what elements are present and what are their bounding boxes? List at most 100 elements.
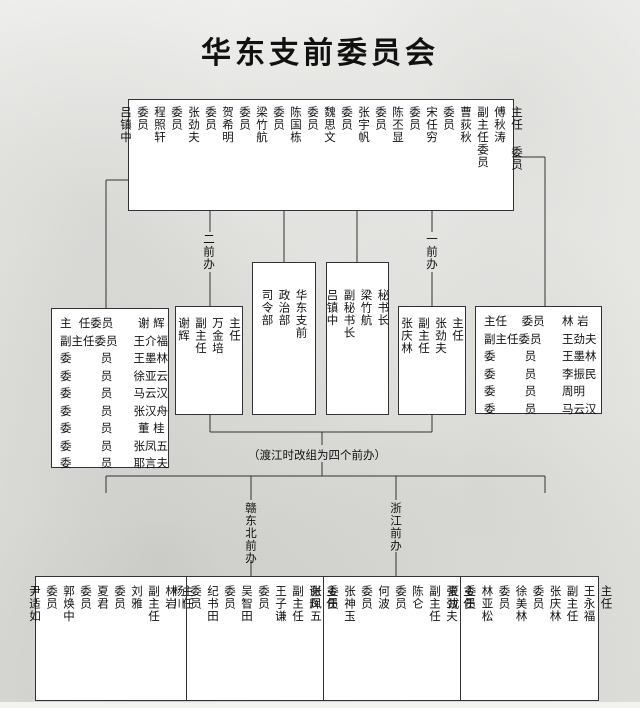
list-item-title: 副主任委员 — [484, 331, 542, 346]
list-item-name: 王墨林 — [562, 349, 597, 363]
list-item: 委 员 张汉舟 — [60, 403, 168, 421]
list-item: 副主任委员王介福 — [60, 333, 168, 351]
main-committee-box: 主任 委员 傅秋涛副主任委员 曹荻秋委员 宋任穷委员 陈丕显委员 张宇帆委员 魏… — [119, 99, 524, 211]
vertical-entry: 委员 吴智田 — [240, 585, 271, 623]
vertical-entry: 委员 何波 — [377, 585, 408, 610]
vertical-entry: 委员 徐美林 — [514, 585, 546, 623]
vertical-entry: 委员 杨川 — [172, 585, 203, 610]
vertical-entry: 委员 夏君 — [96, 585, 127, 610]
vertical-entry: 主任 万金培 — [211, 317, 242, 355]
list-item: 委 员 张凤五 — [60, 438, 168, 456]
bottom-office-4: 主任 王永福副主任 张庆林委员 徐美林委员 林亚松委员 夏戎 — [447, 577, 614, 700]
page-title: 华东支前委员会 — [201, 36, 439, 71]
list-item-title: 委 员 — [484, 349, 537, 363]
list-item: 委 员 马云汉 — [60, 385, 168, 403]
list-item-title: 副主任委员 — [60, 333, 118, 348]
list-item-title: 委 员 — [484, 401, 537, 416]
list-item: 委 员 王墨林 — [484, 348, 601, 366]
list-item-name: 徐亚云 — [133, 368, 169, 383]
bottom-offices-box: 主任 林岩副主任 刘雅委员 夏君委员 郭焕中委员 尹适如主任 谢辉副主任 王子谦… — [28, 576, 614, 701]
vertical-entry: 副主任委员 曹荻秋 — [459, 106, 490, 169]
list-item-title: 委 员 — [60, 421, 113, 435]
left-committee-list: 主 任委员谢 辉副主任委员王介福委 员王墨林委 员徐亚云委 员马云汉委 员张汉舟… — [51, 308, 169, 470]
vertical-entry: 委员 贺希明 — [221, 106, 252, 144]
list-item: 委 员 王墨林 — [60, 350, 168, 368]
bottom-office-2: 主任 谢辉副主任 王子谦委员 吴智田委员 纪书田委员 杨川 — [172, 577, 339, 700]
vertical-entry: 委员 张劲夫 — [187, 106, 218, 144]
list-item-name: 周明 — [562, 384, 585, 398]
vertical-entry: 副主任 陈仑 — [411, 585, 442, 623]
secretary-box: 秘书长 梁竹航副秘书长 吕镇中 — [326, 262, 391, 415]
list-item-title: 委 员 — [60, 386, 113, 400]
list-item: 主任 委员 林 岩 — [484, 313, 601, 331]
crossing-note: （渡江时改组为四个前办） — [248, 448, 386, 462]
list-item-title: 委 员 — [484, 384, 537, 398]
list-item-name: 林 岩 — [562, 314, 589, 328]
list-item-name: 耶言夫 — [133, 456, 169, 470]
vertical-entry: 委员 宋任穷 — [425, 106, 456, 144]
vertical-entry: 委员 张宇帆 — [357, 106, 388, 144]
list-item-name: 马云汉 — [562, 401, 597, 416]
vertical-entry: 秘书长 梁竹航 — [359, 289, 391, 327]
list-item: 委 员 周明 — [484, 383, 601, 401]
vertical-entry: 副主任 王子谦 — [274, 585, 305, 623]
vertical-entry: 副秘书长 吕镇中 — [325, 289, 357, 339]
list-item-name: 王墨林 — [133, 351, 169, 365]
front1-label: 一前办 — [425, 233, 439, 271]
list-item-title: 委 员 — [484, 366, 537, 381]
vertical-entry: 副主任 张庆林 — [548, 585, 580, 623]
vertical-entry: 委员 魏思文 — [323, 106, 354, 144]
vertical-entry: 委员 陈丕显 — [391, 106, 422, 144]
front2-label: 二前办 — [202, 233, 216, 271]
list-item-title: 委 员 — [60, 456, 113, 470]
vertical-entry: 主任 张劲夫 — [445, 585, 476, 623]
vertical-entry: 委员 程照轩 — [153, 106, 184, 144]
list-item: 委 员 徐亚云 — [60, 368, 168, 386]
vertical-entry: 委员 陈国栋 — [289, 106, 320, 144]
list-item: 委 员董 桂 — [60, 420, 168, 438]
vertical-entry: 委员 夏戎 — [446, 585, 478, 610]
vertical-entry: 主任 张劲夫 — [434, 317, 465, 355]
list-item-name: 董 桂 — [138, 421, 165, 435]
list-item: 委 员 马云汉 — [484, 401, 601, 419]
vertical-entry: 副主任 谢辉 — [177, 317, 208, 355]
list-item-name: 谢 辉 — [138, 316, 165, 330]
list-item: 委 员 耶言夫 — [60, 455, 168, 473]
vertical-entry: 委员 郭焕中 — [62, 585, 93, 623]
list-item-title: 委 员 — [60, 403, 113, 418]
list-item-name: 马云汉 — [133, 386, 169, 400]
vertical-entry: 委员 林亚松 — [480, 585, 512, 623]
vertical-entry: 主任 委员 傅秋涛 — [493, 106, 524, 171]
bottom-office-1: 主任 林岩副主任 刘雅委员 夏君委员 郭焕中委员 尹适如 — [28, 577, 195, 700]
front2-office-box: 主任 万金培副主任 谢辉 — [175, 306, 243, 415]
vertical-entry: 委员 吕镇中 — [119, 106, 150, 144]
list-item-name: 张凤五 — [133, 438, 169, 453]
headquarters-box: 华东支前 政治部司令部 — [252, 262, 316, 415]
list-item-title: 主 任委员 — [60, 316, 114, 330]
list-item-name: 张汉舟 — [133, 403, 169, 418]
right-committee-list: 主任 委员林 岩副主任委员王劲夫委 员王墨林委 员李振民委 员周明委 员马云汉 — [475, 306, 602, 416]
vertical-entry: 委员 张神玉 — [343, 585, 374, 623]
bottom-office-3: 主任 张劲夫副主任 陈仑委员 何波委员 张神玉委员 张凤五 — [309, 577, 476, 700]
vertical-entry: 副主任 张庆林 — [400, 317, 431, 355]
list-item-title: 委 员 — [60, 438, 113, 453]
vertical-entry: 主任 王永福 — [582, 585, 614, 623]
vertical-entry: 委员 尹适如 — [28, 585, 59, 623]
list-item-name: 王介福 — [133, 333, 169, 348]
vertical-entry: 委员 梁竹航 — [255, 106, 286, 144]
list-item-title: 委 员 — [60, 351, 113, 365]
list-item: 副主任委员 王劲夫 — [484, 331, 601, 349]
vertical-entry: 副主任 刘雅 — [130, 585, 161, 623]
ganbei-front-label: 赣东北前办 — [244, 502, 258, 565]
list-item: 主 任委员 谢 辉 — [60, 315, 168, 333]
front1-office-box: 主任 张劲夫副主任 张庆林 — [398, 306, 466, 415]
list-item-title: 委 员 — [60, 368, 113, 383]
list-item-title: 主任 委员 — [484, 314, 545, 328]
vertical-entry: 华东支前 政治部 — [277, 289, 309, 339]
vertical-entry: 委员 纪书田 — [206, 585, 237, 623]
list-item-name: 王劲夫 — [562, 331, 597, 346]
vertical-entry: 主任 林岩 — [164, 585, 195, 610]
list-item-name: 李振民 — [562, 366, 597, 381]
vertical-entry: 委员 张凤五 — [309, 585, 340, 623]
